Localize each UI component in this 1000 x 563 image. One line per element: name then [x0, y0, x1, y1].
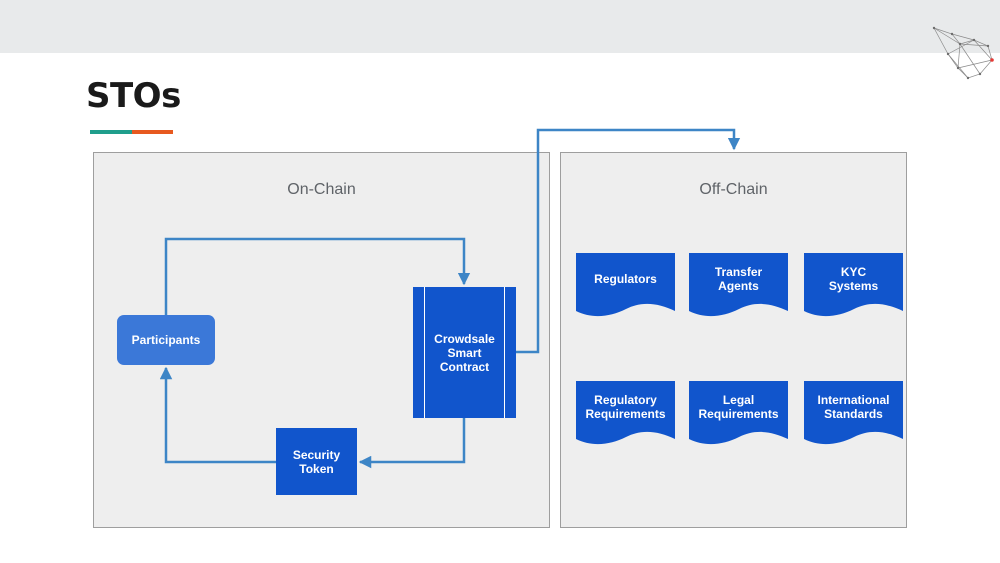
doc-kyc-systems-label: KYC Systems [828, 265, 879, 293]
doc-regulators: Regulators [576, 253, 675, 319]
on-chain-label: On-Chain [287, 181, 356, 198]
doc-kyc-systems: KYC Systems [804, 253, 903, 319]
doc-regulators-label: Regulators [594, 272, 657, 286]
doc-transfer-agents-label: Transfer Agents [714, 265, 763, 293]
polygon-network-logo-icon [932, 26, 994, 80]
crowdsale-contract-node: Crowdsale Smart Contract [413, 287, 516, 418]
slide-title: STOs [86, 76, 181, 116]
title-underline-teal [90, 130, 132, 134]
top-banner [0, 0, 1000, 53]
contract-left-bar [424, 287, 425, 418]
doc-regulatory-requirements-label: Regulatory Requirements [585, 393, 666, 421]
doc-transfer-agents: Transfer Agents [689, 253, 788, 319]
doc-legal-requirements: Legal Requirements [689, 381, 788, 447]
doc-legal-requirements-label: Legal Requirements [698, 393, 779, 421]
doc-international-standards: International Standards [804, 381, 903, 447]
off-chain-label: Off-Chain [699, 181, 768, 198]
doc-regulatory-requirements: Regulatory Requirements [576, 381, 675, 447]
crowdsale-contract-label: Crowdsale Smart Contract [434, 331, 495, 374]
contract-right-bar [504, 287, 505, 418]
doc-international-standards-label: International Standards [817, 393, 890, 421]
security-token-node: Security Token [276, 428, 357, 495]
title-underline-orange [132, 130, 173, 134]
off-chain-panel: Off-Chain [560, 152, 907, 528]
participants-node: Participants [117, 315, 215, 365]
